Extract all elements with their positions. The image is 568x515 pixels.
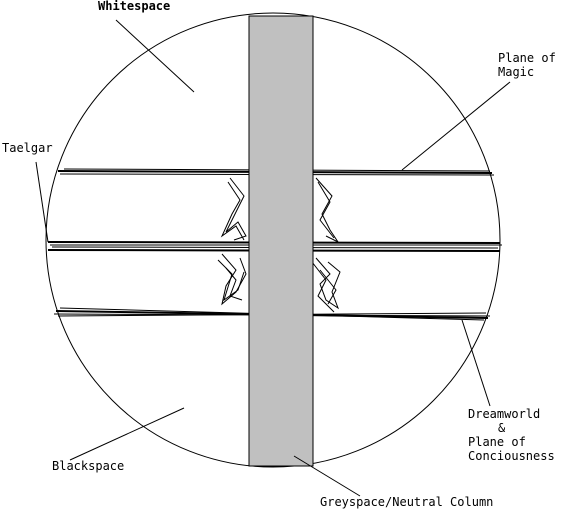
label-greyspace: Greyspace/Neutral Column [320, 495, 493, 509]
label-dreamworld-line3: Plane of [468, 435, 526, 449]
label-taelgar: Taelgar [2, 141, 53, 155]
label-dreamworld-line4: Conciousness [468, 449, 555, 463]
label-whitespace: Whitespace [98, 0, 170, 13]
leader-greyspace [293, 455, 361, 497]
label-dreamworld-line2: & [498, 421, 506, 435]
leader-blackspace [69, 407, 185, 461]
label-plane-of-magic-line1: Plane of [498, 51, 556, 65]
leader-taelgar [35, 161, 49, 243]
neutral-column [248, 15, 314, 467]
leader-plane-of-magic [401, 81, 511, 171]
leader-whitespace [115, 19, 195, 93]
leader-lines [35, 19, 511, 497]
label-plane-of-magic-line2: Magic [498, 65, 534, 79]
label-blackspace: Blackspace [52, 459, 124, 473]
cosmos-circle [45, 12, 501, 468]
label-dreamworld-line1: Dreamworld [468, 407, 540, 421]
leader-dreamworld [461, 319, 491, 407]
rift-scribbles [217, 177, 341, 313]
